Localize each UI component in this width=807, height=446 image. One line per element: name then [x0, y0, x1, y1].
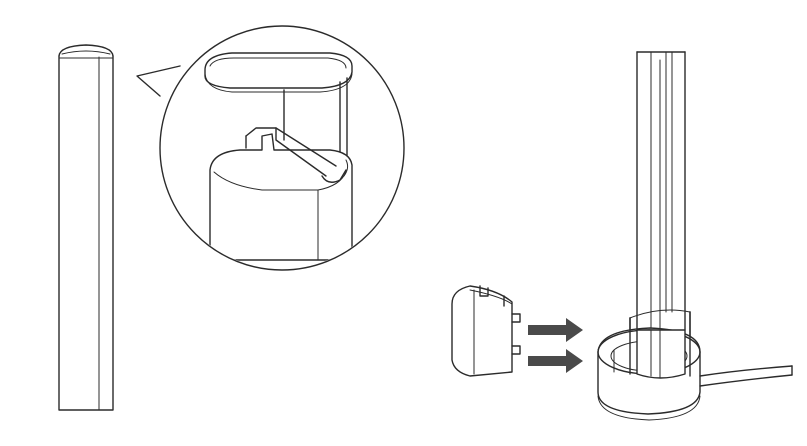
clip-part	[451, 285, 521, 377]
insertion-arrows	[528, 318, 583, 373]
assembled-tube-on-base	[597, 51, 701, 421]
standalone-tube	[58, 44, 114, 411]
arrow-upper-icon	[528, 318, 583, 342]
power-cable	[699, 365, 793, 387]
magnified-callout	[136, 25, 405, 271]
arrow-lower-icon	[528, 349, 583, 373]
